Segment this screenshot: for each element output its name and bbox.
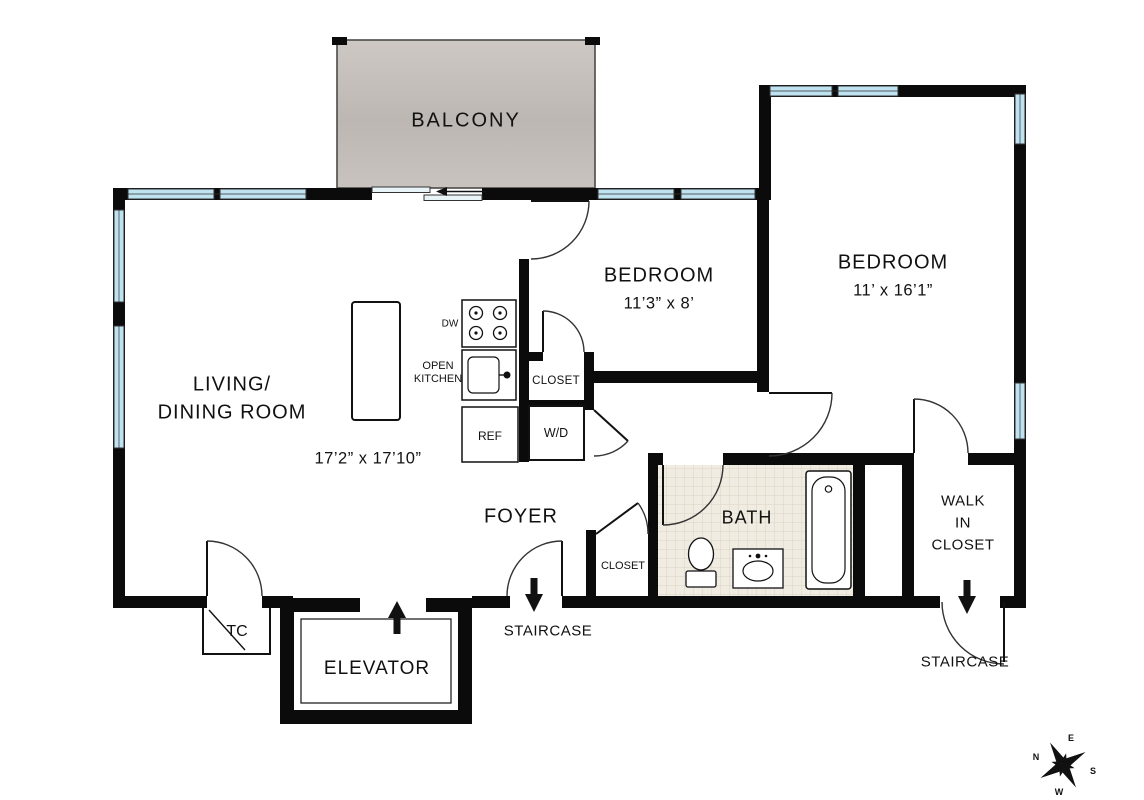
living-room-label-line1: LIVING/: [192, 373, 272, 396]
bedroom1-label: BEDROOM: [603, 264, 715, 287]
bedroom1-dimensions: 11’3” x 8’: [623, 294, 695, 313]
compass-south-label: S: [1089, 766, 1097, 776]
walkin-closet-label-line2: IN: [955, 514, 971, 532]
balcony-area: [332, 37, 600, 189]
compass-west-label: W: [1054, 787, 1064, 797]
refrigerator-box: [461, 406, 519, 463]
compass-east-label: E: [1067, 733, 1075, 743]
refrigerator-label: REF: [478, 429, 502, 443]
kitchen-island: [351, 301, 401, 421]
elevator-shaft: [280, 598, 472, 724]
sliding-door-icon: [371, 186, 486, 201]
tc-label: TC: [226, 623, 248, 640]
bedroom2-label: BEDROOM: [837, 251, 949, 274]
staircase-center-label: STAIRCASE: [503, 622, 593, 640]
doors: [206, 200, 1005, 665]
door-walkin-closet: [913, 398, 969, 454]
sink-icon: [461, 349, 517, 401]
windows: [113, 85, 1026, 449]
door-tc: [206, 540, 263, 597]
open-kitchen-label-line1: OPEN: [422, 360, 454, 372]
door-staircase-center: [506, 540, 563, 597]
door-staircase-right: [941, 601, 1005, 665]
bath-label: BATH: [721, 507, 773, 528]
elevator-up-arrow-icon: [388, 601, 406, 634]
staircase-center-down-arrow-icon: [525, 578, 543, 612]
door-closet-bedroom: [542, 310, 585, 353]
bathtub-icon: [805, 470, 852, 590]
walls: [113, 85, 1026, 608]
washer-dryer-box: [528, 405, 585, 461]
foyer-closet-label: CLOSET: [600, 560, 646, 572]
stove-icon: [461, 299, 517, 348]
bedroom-closet-label: CLOSET: [532, 375, 580, 387]
bedroom2-dimensions: 11’ x 16’1”: [853, 281, 933, 300]
staircase-right-label: STAIRCASE: [920, 653, 1010, 671]
open-kitchen-label-line2: KITCHEN: [413, 373, 463, 385]
living-room-label-line2: DINING ROOM: [157, 401, 307, 424]
living-room-dimensions: 17’2” x 17’10”: [314, 449, 422, 468]
door-foyer-closet: [595, 502, 649, 535]
tc-nook: [202, 608, 271, 655]
door-wd: [593, 409, 629, 457]
walkin-closet-label-line1: WALK: [941, 492, 985, 510]
door-bedroom1: [530, 200, 590, 260]
toilet-icon: [685, 537, 717, 588]
compass-rose-icon: [1040, 742, 1086, 788]
staircase-right-down-arrow-icon: [958, 580, 976, 614]
elevator-label: ELEVATOR: [323, 658, 431, 679]
balcony-label: BALCONY: [411, 109, 521, 132]
dishwasher-label: DW: [441, 318, 459, 330]
door-bedroom2: [768, 392, 833, 457]
vanity-sink-icon: [732, 548, 784, 589]
door-bath: [662, 464, 724, 526]
foyer-label: FOYER: [484, 505, 558, 528]
walkin-closet-label-line3: CLOSET: [931, 536, 995, 554]
compass-north-label: N: [1032, 752, 1040, 762]
washer-dryer-label: W/D: [543, 426, 569, 440]
